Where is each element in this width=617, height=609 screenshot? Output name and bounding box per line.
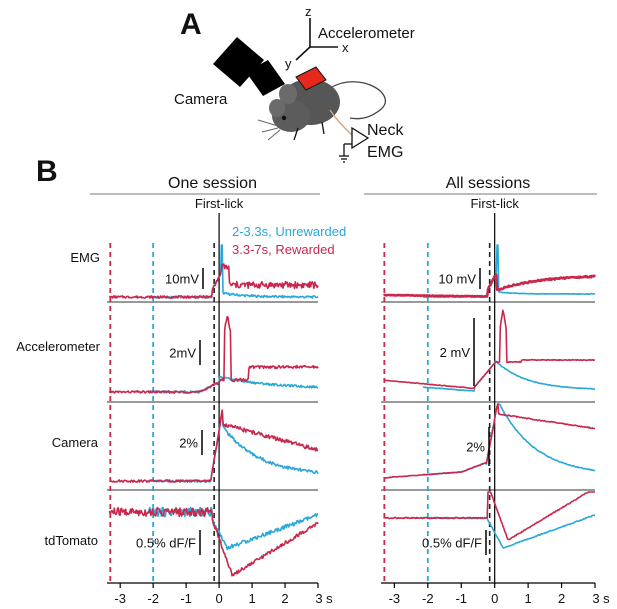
x-tick-label: 2: [281, 591, 288, 606]
rewarded-trace-tdtomato: [383, 491, 595, 541]
x-tick-label: 0: [491, 591, 498, 606]
scale-bar-label: 2%: [466, 440, 485, 455]
axis-z-label: z: [305, 4, 312, 19]
x-tick-label: -3: [114, 591, 126, 606]
scale-bar-label: 2%: [179, 436, 198, 451]
unrewarded-trace-accelerometer: [148, 375, 319, 394]
scale-bar-label: 2 mV: [440, 345, 471, 360]
rewarded-trace-camera: [109, 409, 319, 483]
mouse-icon: [257, 79, 387, 141]
rewarded-trace-emg: [108, 263, 319, 299]
x-tick-label: 1: [248, 591, 255, 606]
axis-x-label: x: [342, 40, 349, 55]
neck-label: Neck: [367, 122, 404, 139]
camera-label: Camera: [174, 91, 228, 108]
scale-bar-label: 0.5% dF/F: [136, 536, 196, 551]
x-tick-label: -2: [147, 591, 159, 606]
scale-bar-label: 0.5% dF/F: [422, 536, 482, 551]
legend-unrewarded: 2-3.3s, Unrewarded: [232, 224, 346, 239]
x-tick-label: -3: [389, 591, 401, 606]
unrewarded-trace-accelerometer: [422, 360, 596, 392]
row-label-accelerometer: Accelerometer: [16, 339, 100, 354]
x-tick-label: -1: [180, 591, 192, 606]
row-label-emg: EMG: [70, 250, 100, 265]
legend-rewarded: 3.3-7s, Rewarded: [232, 242, 335, 257]
panel-b-label: B: [36, 155, 58, 188]
first-lick-label: First-lick: [470, 196, 519, 211]
x-tick-label: 0: [215, 591, 222, 606]
panel-a-label: A: [180, 8, 202, 41]
x-tick-label: 3 s: [592, 591, 610, 606]
rewarded-trace-accelerometer: [383, 309, 596, 390]
x-tick-label: -1: [455, 591, 467, 606]
first-lick-label: First-lick: [195, 196, 244, 211]
accelerometer-axes-icon: [295, 18, 338, 61]
row-label-camera: Camera: [52, 435, 99, 450]
x-tick-label: -2: [422, 591, 434, 606]
emg-label: EMG: [367, 144, 403, 161]
accelerometer-chip-icon: [295, 66, 327, 91]
unrewarded-trace-camera: [148, 409, 319, 483]
rewarded-trace-emg: [383, 273, 597, 298]
rewarded-trace-tdtomato: [108, 506, 319, 577]
x-tick-label: 3 s: [315, 591, 333, 606]
axis-y-label: y: [285, 56, 292, 71]
accelerometer-label: Accelerometer: [318, 25, 415, 42]
row-label-tdtomato: tdTomato: [45, 533, 98, 548]
scale-bar-label: 10 mV: [438, 272, 476, 287]
camera-icon: [213, 37, 285, 96]
amplifier-icon: [339, 126, 370, 163]
x-tick-label: 1: [525, 591, 532, 606]
x-tick-label: 2: [558, 591, 565, 606]
scale-bar-label: 10mV: [165, 272, 199, 287]
panel-title: One session: [168, 175, 257, 192]
rewarded-trace-accelerometer: [108, 315, 319, 394]
scale-bar-label: 2mV: [169, 346, 196, 361]
panel-title: All sessions: [446, 175, 530, 192]
